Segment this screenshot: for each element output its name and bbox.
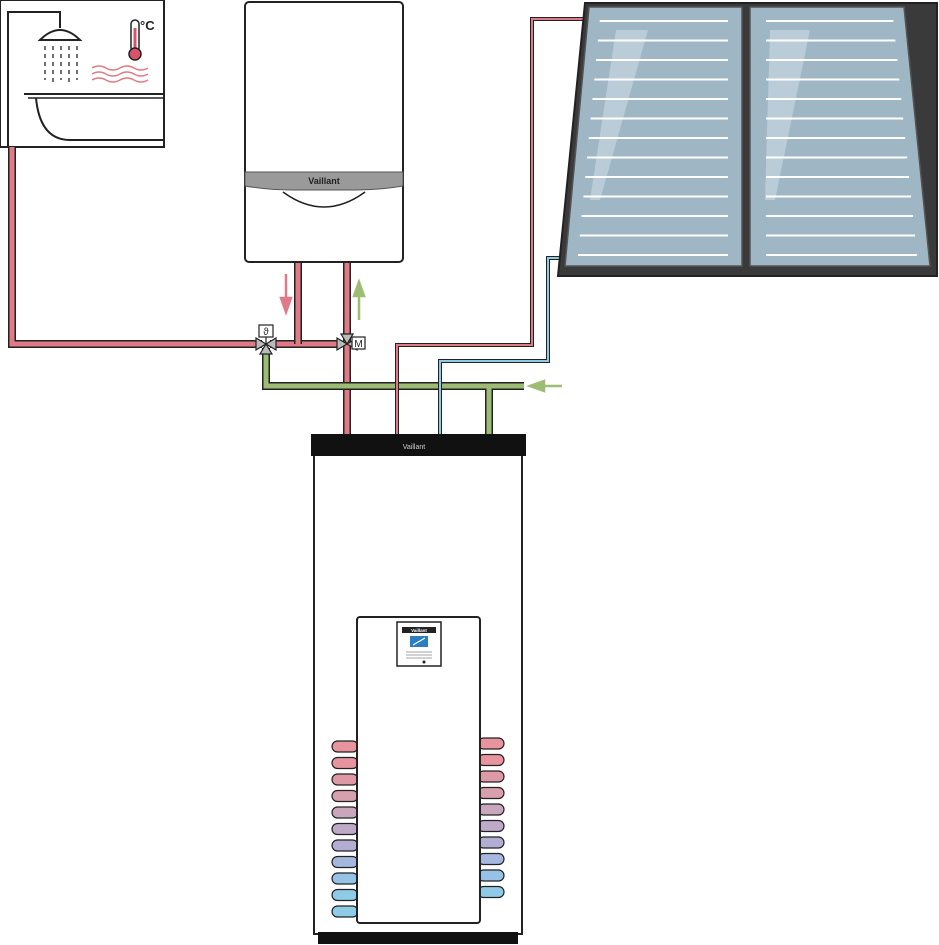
thermometer-icon — [128, 19, 142, 61]
coil-turn — [331, 905, 359, 918]
boiler-brand-logo: Vaillant — [308, 176, 340, 186]
cold-inlet-arrow — [526, 379, 562, 393]
wall-hung-boiler: Vaillant — [244, 1, 404, 263]
thermostatic-symbol: ϑ — [263, 327, 269, 338]
heating-coil-left — [331, 740, 359, 918]
motorised-valve: M — [336, 333, 366, 352]
coil-turn — [477, 753, 505, 767]
controller-buttons — [406, 651, 432, 659]
shower-head-icon — [37, 29, 83, 41]
coil-turn — [331, 822, 359, 836]
bathtub-icon — [24, 93, 164, 141]
water-drops — [44, 46, 78, 84]
hot-water-pipe-bathroom — [9, 147, 262, 347]
thermostatic-mixing-valve: ϑ — [255, 324, 277, 355]
coil-turn — [331, 888, 359, 902]
coil-turn — [477, 869, 505, 882]
coil-turn — [477, 737, 505, 750]
solar-collector-left — [564, 6, 743, 267]
return-flow-arrow — [352, 278, 366, 320]
absorber-lines — [578, 20, 917, 256]
coil-turn — [331, 756, 359, 770]
heat-waves-icon — [91, 65, 149, 83]
cylinder-base — [318, 932, 518, 944]
temperature-unit-label: °C — [140, 18, 155, 33]
coil-turn — [331, 839, 359, 852]
coil-turn — [331, 872, 359, 885]
cylinder-brand-logo: Vaillant — [403, 444, 425, 451]
coil-turn — [477, 819, 505, 833]
coil-turn — [331, 806, 359, 819]
hot-flow-arrow — [279, 274, 293, 316]
coil-turn — [331, 740, 359, 753]
coil-turn — [477, 852, 505, 866]
heating-coil-right — [477, 737, 505, 899]
solar-collectors — [556, 2, 938, 277]
coil-turn — [477, 803, 505, 816]
coil-turn — [477, 885, 505, 899]
motorised-symbol: M — [354, 339, 362, 350]
coil-turn — [331, 789, 359, 803]
cylinder-front-panel — [356, 616, 481, 924]
bathroom-panel: °C — [0, 0, 165, 148]
flow-arrows — [279, 274, 562, 393]
controller-brand-logo: Vaillant — [411, 628, 427, 633]
coil-turn — [477, 770, 505, 783]
coil-turn — [477, 836, 505, 849]
boiler-handle — [282, 191, 366, 208]
solar-cylinder: Vaillant Vaillant — [311, 434, 526, 944]
solar-controller: Vaillant — [396, 621, 442, 667]
cylinder-top-cap — [311, 434, 526, 456]
boiler-control-band — [244, 171, 404, 191]
shower-pipe — [7, 11, 61, 147]
coil-turn — [477, 786, 505, 800]
coil-turn — [331, 855, 359, 869]
coil-turn — [331, 773, 359, 786]
